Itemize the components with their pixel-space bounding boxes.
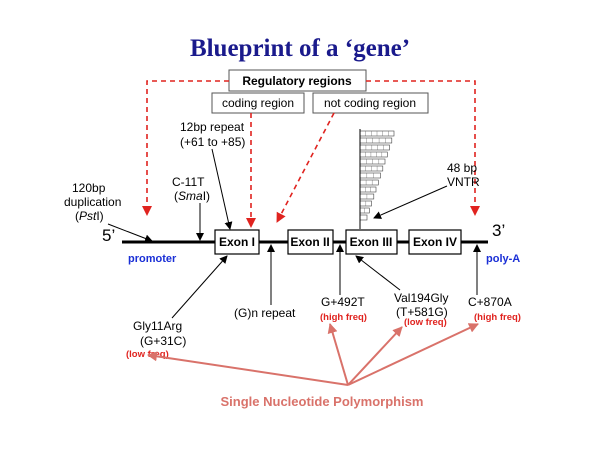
slide-title: Blueprint of a ‘gene’ bbox=[190, 35, 410, 62]
c870-label: C+870A bbox=[468, 295, 512, 309]
val194-label-line1: Val194Gly bbox=[394, 291, 448, 305]
vntr-label-line2: VNTR bbox=[447, 175, 480, 189]
five-prime-label: 5’ bbox=[102, 226, 115, 245]
gly11-label-line1: Gly11Arg bbox=[133, 319, 182, 333]
exon-1-box bbox=[214, 229, 260, 255]
g492-freq: (high freq) bbox=[320, 312, 367, 323]
snp-label: Single Nucleotide Polymorphism bbox=[221, 394, 424, 409]
val194-label-line2: (T+581G) bbox=[396, 305, 448, 319]
vntr-repeat-unit bbox=[359, 137, 393, 144]
exon-1-label: Exon I bbox=[219, 235, 255, 249]
vntr-label-line1: 48 bp bbox=[447, 161, 477, 175]
dup-label-line2: duplication bbox=[64, 195, 121, 209]
snp-arrow-gly11 bbox=[147, 351, 349, 386]
snp-arrows bbox=[147, 323, 479, 386]
val194-freq: (low freq) bbox=[404, 317, 447, 328]
gn-repeat-label: (G)n repeat bbox=[234, 306, 296, 320]
c11t-label-line2: (SmaI) bbox=[174, 189, 210, 203]
c11t-sma-italic: Sma bbox=[178, 189, 203, 203]
exon-3-box bbox=[345, 229, 398, 255]
dashed-arrow-left bbox=[142, 80, 229, 216]
vntr-repeat-ladder bbox=[359, 129, 395, 229]
regulatory-regions-label: Regulatory regions bbox=[242, 74, 352, 88]
coding-region-box bbox=[211, 92, 305, 114]
poly-a-label: poly-A bbox=[486, 253, 520, 265]
c870-freq: (high freq) bbox=[474, 312, 521, 323]
snp-arrow-val194 bbox=[347, 326, 403, 386]
promoter-label: promoter bbox=[128, 253, 177, 265]
not-coding-region-label: not coding region bbox=[324, 96, 416, 110]
dashed-arrow-not-coding bbox=[276, 112, 335, 223]
vntr-repeat-unit bbox=[359, 172, 381, 179]
vntr-repeat-unit bbox=[359, 144, 390, 151]
repeat12-arrow bbox=[211, 148, 233, 230]
gly11-arrow bbox=[171, 255, 228, 319]
not-coding-region-box bbox=[312, 92, 429, 114]
c11t-label-line1: C-11T bbox=[172, 175, 205, 189]
exon-4-box bbox=[408, 229, 462, 255]
vntr-repeat-unit bbox=[359, 151, 388, 158]
vntr-arrow bbox=[373, 185, 448, 219]
coding-region-label: coding region bbox=[222, 96, 294, 110]
val194-arrow bbox=[355, 255, 401, 291]
dup-label-line3: (PstI) bbox=[75, 209, 104, 223]
dup-pst-italic: Pst bbox=[79, 209, 97, 223]
snp-arrow-c870 bbox=[347, 323, 479, 386]
exon-3-label: Exon III bbox=[350, 235, 393, 249]
dup-arrow bbox=[107, 223, 153, 243]
dashed-arrow-right bbox=[366, 80, 480, 216]
gly11-freq: (low freq) bbox=[126, 349, 169, 360]
g492-label: G+492T bbox=[321, 295, 365, 309]
three-prime-label: 3’ bbox=[492, 221, 505, 240]
snp-arrow-g492 bbox=[327, 323, 349, 386]
repeat12-label-line1: 12bp repeat bbox=[180, 120, 245, 134]
dup-label-line1: 120bp bbox=[72, 181, 106, 195]
regulatory-dashed-arrows bbox=[142, 80, 480, 228]
vntr-repeat-unit bbox=[359, 186, 377, 193]
vntr-repeat-unit bbox=[359, 179, 379, 186]
gly11-label-line2: (G+31C) bbox=[140, 334, 186, 348]
exon-2-label: Exon II bbox=[290, 235, 329, 249]
vntr-repeat-unit bbox=[359, 214, 368, 221]
repeat12-label-line2: (+61 to +85) bbox=[180, 135, 245, 149]
exon-4-label: Exon IV bbox=[413, 235, 457, 249]
exon-2-box bbox=[287, 229, 334, 255]
